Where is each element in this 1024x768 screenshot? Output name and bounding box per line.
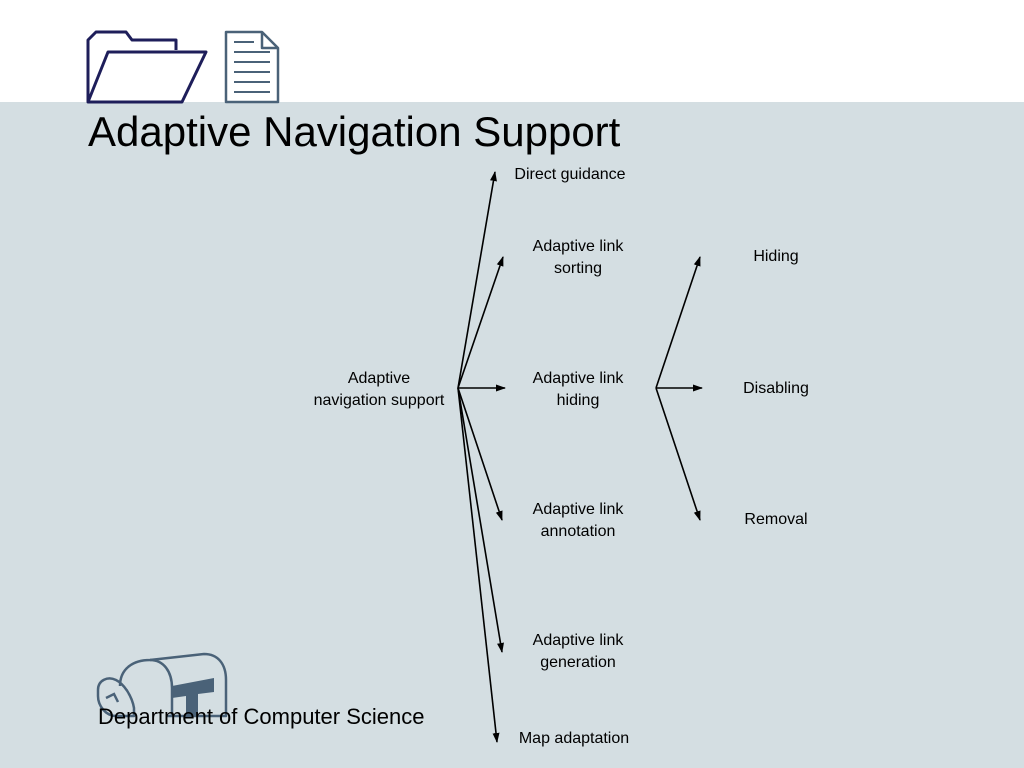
node-map-adaptation: Map adaptation [504,728,644,750]
node-hiding: Hiding [726,246,826,268]
node-link-hiding-line1: Adaptive link [532,370,624,387]
slide-title: Adaptive Navigation Support [88,108,621,155]
node-link-sorting-line2: sorting [553,260,603,277]
arrow-link-generation [457,387,504,653]
arrow-removal [655,387,701,521]
arrow-link-sorting [457,256,504,389]
node-link-generation-line2: generation [540,654,616,671]
arrow-hiding [655,256,701,389]
node-root-line2: navigation support [313,392,445,409]
node-link-annotation-line1: Adaptive link [532,501,624,518]
document-icon [224,30,280,104]
folder-icon [86,30,208,104]
arrow-link-annotation [457,387,503,521]
node-link-hiding-line2: hiding [556,392,600,409]
node-link-sorting: Adaptive link sorting [508,236,648,280]
node-disabling-label: Disabling [743,380,809,397]
node-link-hiding: Adaptive link hiding [508,368,648,412]
node-root: Adaptive navigation support [300,368,458,412]
arrow-direct-guidance [457,171,497,389]
node-removal: Removal [726,509,826,531]
node-link-annotation: Adaptive link annotation [508,499,648,543]
node-link-sorting-line1: Adaptive link [532,238,624,255]
node-link-annotation-line2: annotation [540,523,616,540]
arrow-map-adaptation [457,387,500,743]
node-root-line1: Adaptive [347,370,411,387]
footer-department: Department of Computer Science [98,704,425,729]
node-direct-guidance: Direct guidance [500,164,640,186]
node-direct-guidance-label: Direct guidance [514,166,626,183]
node-link-generation-line1: Adaptive link [532,632,624,649]
node-removal-label: Removal [744,511,808,528]
node-link-generation: Adaptive link generation [508,630,648,674]
mailbox-icon [96,652,228,718]
node-hiding-label: Hiding [753,248,799,265]
node-map-adaptation-label: Map adaptation [518,730,630,747]
node-disabling: Disabling [726,378,826,400]
